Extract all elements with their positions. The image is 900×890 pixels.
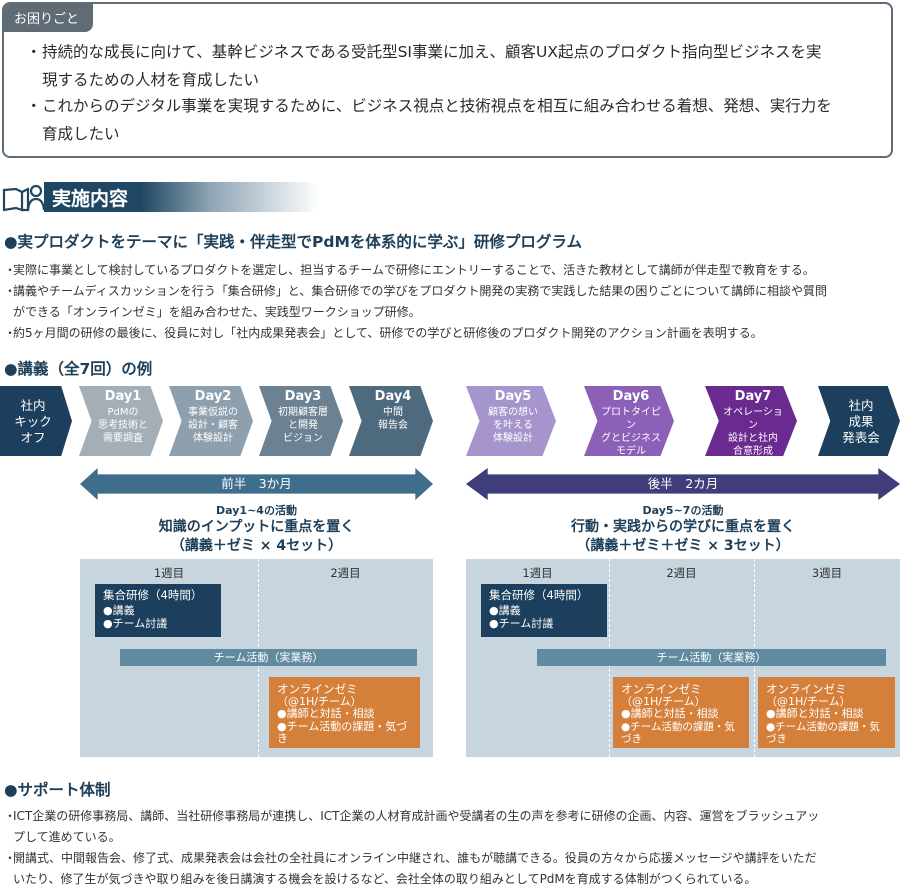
chevron-final: 社内成果発表会 [818, 386, 900, 456]
group-training-box: 集合研修（4時間） ●講義 ●チーム討議 [95, 584, 221, 637]
chevron-day2: Day2 事業仮説の設計・顧客体験設計 [169, 386, 253, 456]
chevron-kickoff: 社内キックオフ [0, 386, 72, 456]
phase2-arrow: 後半 2カ月 [466, 468, 900, 500]
program-bullet: ・ 講義やチームディスカッションを行う「集合研修」と、集合研修での学びをプロダク… [4, 284, 827, 319]
program-bullet: ・ 約5ヶ月間の研修の最後に、役員に対し「社内成果発表会」として、研修での学びと… [4, 326, 763, 340]
group-training-box: 集合研修（4時間） ●講義 ●チーム討議 [481, 584, 607, 637]
program-heading: ●実プロダクトをテーマに「実践・伴走型でPdMを体系的に学ぶ」研修プログラム [4, 233, 582, 251]
phase2-focus: 行動・実践からの学びに重点を置く [571, 519, 795, 535]
chevron-day4: Day4 中間報告会 [349, 386, 433, 456]
program-bullet: ・ 実際に事業として検討しているプロダクトを選定し、担当するチームで研修にエント… [4, 263, 815, 277]
phase1-arrow: 前半 3か月 [80, 468, 433, 500]
problem-item: ・ 持続的な成長に向けて、基幹ビジネスである受託型SI事業に加え、顧客UX起点の… [26, 43, 822, 89]
week-label: 3週目 [811, 566, 843, 580]
week-label: 1週目 [153, 566, 185, 580]
week-label: 1週目 [522, 566, 553, 580]
phase1-sets: （講義＋ゼミ × 4セット） [170, 538, 343, 554]
chevron-day5: Day5 顧客の想いを叶える体験設計 [466, 386, 556, 456]
chevron-day3: Day3 初期顧客層と開発ビジョン [259, 386, 343, 456]
people-book-icon [2, 184, 46, 212]
chevron-day6: Day6 プロトタイピングとビジネスモデル [584, 386, 674, 456]
section-title: 実施内容 [52, 188, 129, 210]
online-seminar-box: オンラインゼミ （@1H/チーム） ●講師と対話・相談 ●チーム活動の課題・気づ… [269, 677, 420, 748]
phase2-schedule: 1週目 2週目 3週目 集合研修（4時間） ●講義 ●チーム討議 チーム活動（実… [466, 559, 900, 757]
team-activity-bar: チーム活動（実業務） [120, 649, 417, 666]
online-seminar-box: オンラインゼミ （@1H/チーム） ●講師と対話・相談 ●チーム活動の課題・気づ… [613, 677, 749, 748]
support-heading: ●サポート体制 [4, 781, 111, 799]
problems-box: お困りごと ・ 持続的な成長に向けて、基幹ビジネスである受託型SI事業に加え、顧… [2, 2, 893, 158]
chevron-day7: Day7 オペレーション設計と社内合意形成 [705, 386, 797, 456]
problem-item: ・ これからのデジタル事業を実現するために、ビジネス視点と技術視点を相互に組み合… [26, 97, 832, 143]
week-label: 2週目 [330, 566, 361, 580]
week-label: 2週目 [666, 566, 697, 580]
online-seminar-box: オンラインゼミ （@1H/チーム） ●講師と対話・相談 ●チーム活動の課題・気づ… [758, 677, 895, 748]
lectures-heading: ●講義（全7回）の例 [4, 360, 153, 378]
team-activity-bar: チーム活動（実業務） [537, 649, 886, 666]
support-bullet: ・ ICT企業の研修事務局、講師、当社研修事務局が連携し、ICT企業の人材育成計… [4, 809, 820, 844]
section-bar [44, 182, 320, 212]
section-header: 実施内容 [0, 182, 320, 212]
phase2-activity: Day5~7の活動 [642, 504, 724, 517]
phase2-sets: （講義＋ゼミ＋ゼミ × 3セット） [576, 538, 790, 554]
phase1-schedule: 1週目 2週目 集合研修（4時間） ●講義 ●チーム討議 チーム活動（実業務） … [80, 559, 433, 757]
support-bullet: ・ 開講式、中間報告会、修了式、成果発表会は会社の全社員にオンライン中継され、誰… [4, 851, 817, 886]
phase1-focus: 知識のインプットに重点を置く [158, 519, 355, 535]
phase1-activity: Day1~4の活動 [216, 504, 297, 517]
chevron-day1: Day1 PdMの思考技術と需要調査 [79, 386, 163, 456]
problems-tag: お困りごと [4, 4, 94, 32]
